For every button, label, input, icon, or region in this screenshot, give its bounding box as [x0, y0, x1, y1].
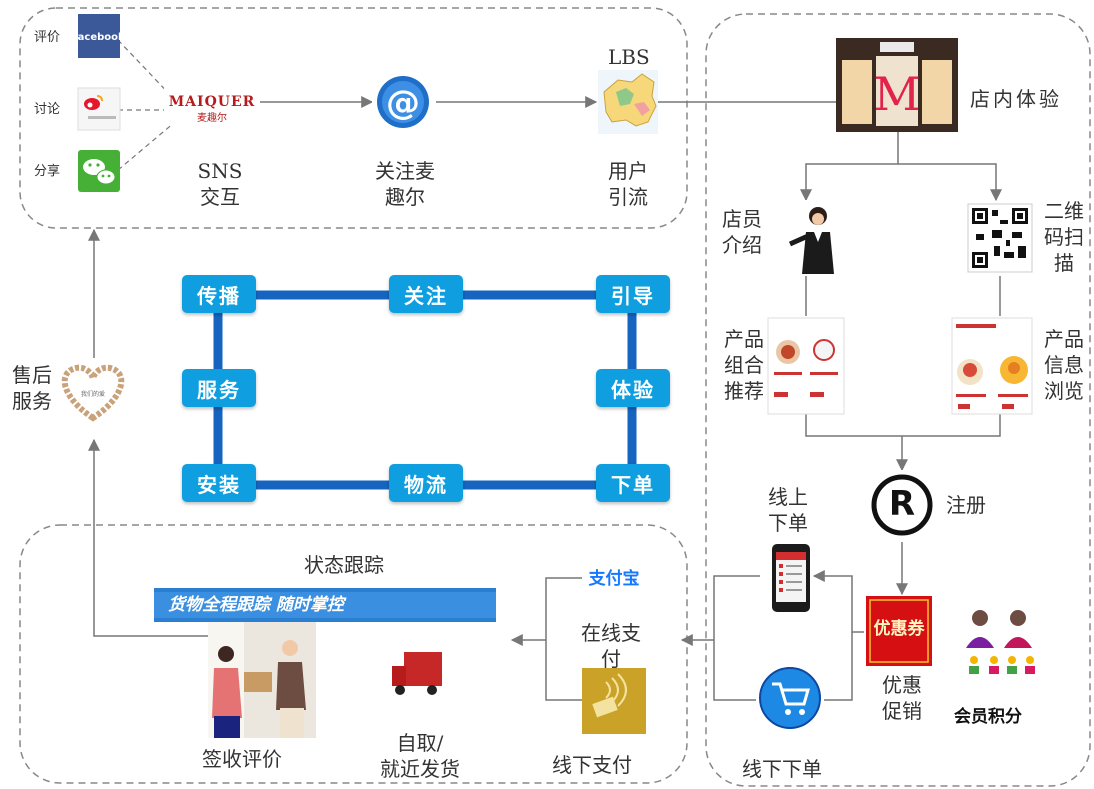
cycle-spread: 传播 [182, 275, 256, 313]
member-points-label: 会员积分 [954, 707, 1022, 727]
sns-source-connectors [117, 39, 176, 171]
product-info-line1: 产品 [1044, 327, 1084, 351]
svg-text:facebook: facebook [73, 32, 125, 43]
storefront-photo: M [836, 38, 958, 132]
svg-text:我们的爱: 我们的爱 [81, 390, 105, 398]
shopping-cart-icon [756, 664, 824, 732]
follow-maiquer-line1: 关注麦 [375, 159, 435, 183]
tracking-banner-text: 货物全程跟踪 随时掌控 [168, 595, 344, 615]
facebook-icon: facebook [73, 14, 125, 58]
heart-photo-collage-icon: 我们的爱 [60, 358, 126, 424]
at-icon: @ [372, 72, 434, 134]
registered-icon [866, 470, 938, 540]
promotion-line1: 优惠 [882, 673, 922, 697]
cycle-guide: 引导 [596, 275, 670, 313]
combo-recommend-label: 产品 组合 推荐 [716, 326, 772, 404]
user-traffic-label: 用户 引流 [596, 158, 660, 210]
sns-interact-line1: SNS [197, 159, 243, 183]
svg-text:M: M [873, 67, 920, 121]
product-info-screenshot [951, 317, 1033, 415]
sns-interact-label: SNS 交互 [188, 158, 252, 210]
user-traffic-line1: 用户 [608, 159, 648, 183]
delivery-truck-icon [388, 648, 446, 696]
source-label-discuss: 讨论 [34, 102, 61, 117]
maiquer-logo: MAIQUER 麦趣尔 [164, 86, 260, 124]
cycle-loop-line [213, 290, 637, 490]
cycle-install: 安装 [182, 464, 256, 502]
online-pay-line2: 付 [601, 647, 621, 671]
after-sales-line1: 售后 [12, 363, 52, 387]
coupon-icon [866, 596, 932, 666]
cycle-experience: 体验 [596, 369, 670, 407]
product-info-label: 产品 信息 浏览 [1036, 326, 1092, 404]
combo-recommend-line3: 推荐 [724, 379, 764, 403]
qr-code-icon [967, 203, 1033, 273]
store-flow-arrows [680, 132, 1002, 701]
source-label-review: 评价 [34, 30, 61, 45]
staff-intro-line1: 店员 [722, 207, 762, 231]
product-info-line3: 浏览 [1044, 379, 1084, 403]
svg-text:麦趣尔: 麦趣尔 [197, 111, 227, 124]
pickup-line1: 自取/ [396, 731, 444, 755]
after-sales-label: 售后 服务 [6, 362, 58, 414]
promotion-line2: 促销 [882, 699, 922, 723]
delivery-flow-arrows [88, 228, 582, 701]
product-info-line2: 信息 [1044, 353, 1084, 377]
delivery-panel-border [19, 524, 688, 784]
source-label-share: 分享 [34, 164, 61, 179]
online-order-label: 线上 下单 [760, 484, 816, 536]
combo-recommend-line2: 组合 [724, 353, 764, 377]
online-order-line2: 下单 [768, 511, 808, 535]
follow-maiquer-line2: 趣尔 [385, 185, 425, 209]
store-panel-border [705, 13, 1091, 787]
svg-text:MAIQUER: MAIQUER [169, 94, 256, 110]
alipay-logo-text: 支付宝 [588, 569, 640, 589]
qr-scan-line1: 二维 [1044, 199, 1084, 223]
cycle-logistics: 物流 [389, 464, 463, 502]
status-tracking-label: 状态跟踪 [304, 553, 384, 577]
mobile-phone-icon [772, 544, 810, 612]
members-icon [966, 610, 1035, 674]
pickup-label: 自取/ 就近发货 [360, 730, 480, 782]
card-payment-icon [582, 668, 646, 734]
tracking-banner [154, 588, 496, 622]
qr-scan-line3: 描 [1054, 251, 1074, 275]
cycle-service: 服务 [182, 369, 256, 407]
store-experience-label: 店内体验 [970, 87, 1062, 111]
staff-intro-line2: 介绍 [722, 233, 762, 257]
cycle-order: 下单 [596, 464, 670, 502]
wechat-icon [78, 150, 120, 192]
offline-order-label: 线下下单 [742, 757, 822, 781]
combo-product-screenshot [767, 317, 845, 415]
cycle-follow: 关注 [389, 275, 463, 313]
pickup-line2: 就近发货 [380, 757, 460, 781]
online-pay-line1: 在线支 [581, 621, 641, 645]
svg-text:@: @ [386, 83, 420, 123]
staff-photo [784, 200, 840, 276]
register-label: 注册 [946, 493, 986, 517]
online-pay-label: 在线支 付 [566, 620, 656, 672]
user-traffic-line2: 引流 [608, 185, 648, 209]
delivery-photo [208, 622, 316, 738]
china-map-icon [598, 70, 658, 134]
registered-symbol: R [888, 484, 916, 524]
alipay-icon [582, 546, 644, 610]
qr-scan-line2: 码扫 [1044, 225, 1084, 249]
coupon-text: 优惠券 [873, 619, 925, 639]
sns-interact-line2: 交互 [200, 185, 240, 209]
weibo-icon [77, 87, 121, 131]
sign-review-label: 签收评价 [202, 747, 282, 771]
combo-recommend-line1: 产品 [724, 327, 764, 351]
sns-panel-border [19, 7, 688, 229]
lbs-label: LBS [608, 45, 650, 69]
staff-intro-label: 店员 介绍 [714, 206, 770, 258]
qr-scan-label: 二维 码扫 描 [1036, 198, 1092, 276]
online-order-line1: 线上 [768, 485, 808, 509]
offline-pay-label: 线下支付 [552, 753, 632, 777]
follow-maiquer-label: 关注麦 趣尔 [360, 158, 450, 210]
after-sales-line2: 服务 [12, 389, 52, 413]
promotion-label: 优惠 促销 [874, 672, 930, 724]
